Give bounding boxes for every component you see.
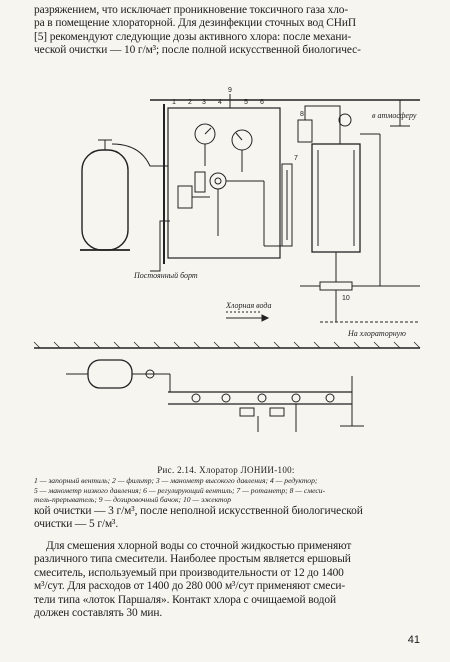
text-line: должен составлять 30 мин.	[34, 607, 163, 620]
text-line: различного типа смесители. Наиболее прос…	[34, 553, 351, 566]
text-line: кой очистки — 3 г/м³, после неполной иск…	[34, 505, 363, 517]
text-line: м³/сут. Для расходов от 1400 до 280 000 …	[34, 580, 346, 593]
label-10: 10	[342, 295, 350, 302]
label-9: 9	[228, 87, 232, 94]
text-line: ра в помещение хлораторной. Для дезинфек…	[34, 17, 357, 30]
label-4: 4	[218, 99, 222, 106]
chlorinator-diagram: 9 в атмосферу Постоянный борт Хлорная во…	[0, 86, 450, 466]
label-board: Постоянный борт	[133, 271, 198, 280]
caption-title: Рис. 2.14. Хлоратор ЛОНИИ-100:	[157, 465, 295, 475]
dosing-tank	[311, 143, 361, 253]
paragraph-top: разряжением, что исключает проникновение…	[34, 4, 418, 58]
reducer	[209, 172, 227, 190]
page-number: 41	[407, 634, 420, 646]
caption-line: 1 — запорный вентиль; 2 — фильтр; 3 — ма…	[34, 476, 318, 486]
label-vent: в атмосферу	[372, 111, 417, 120]
label-5: 5	[244, 99, 248, 106]
label-outflow: На хлораторную	[347, 329, 406, 338]
caption-line: тель-прерыватель; 9 — дозировочный бачок…	[34, 495, 232, 505]
cylinder-plan	[87, 359, 133, 389]
label-8: 8	[300, 111, 304, 118]
label-6: 6	[260, 99, 264, 106]
label-7: 7	[294, 155, 298, 162]
label-1: 1	[172, 99, 176, 106]
text-line: очистки — 5 г/м³.	[34, 518, 119, 531]
text-line: Для смешения хлорной воды со сточной жид…	[46, 540, 352, 552]
panel-board	[167, 107, 281, 259]
paragraph-after-figure: кой очистки — 3 г/м³, после неполной иск…	[34, 505, 418, 532]
caption-line: 5 — манометр низкого давления; 6 — регул…	[34, 485, 326, 495]
ejector	[319, 281, 353, 291]
label-3: 3	[202, 99, 206, 106]
text-line: [5] рекомендуют следующие дозы активного…	[34, 30, 352, 43]
paragraph-bottom: Для смешения хлорной воды со сточной жид…	[34, 540, 418, 620]
label-2: 2	[188, 99, 192, 106]
rotameter	[281, 163, 293, 247]
label-supply: Хлорная вода	[225, 301, 271, 310]
diagram-drawing: 9 в атмосферу Постоянный борт Хлорная во…	[33, 87, 421, 432]
text-line: ческой очистки — 10 г/м³; после полной и…	[34, 44, 361, 57]
text-line: разряжением, что исключает проникновение…	[34, 4, 349, 16]
text-line: смеситель, используемый при производител…	[34, 566, 344, 579]
mixer-breaker	[297, 119, 313, 143]
figure-caption: Рис. 2.14. Хлоратор ЛОНИИ-100: 1 — запор…	[34, 465, 418, 505]
text-line: тели типа «лоток Паршаля». Контакт хлора…	[34, 593, 336, 606]
chlorine-cylinder	[81, 149, 129, 251]
